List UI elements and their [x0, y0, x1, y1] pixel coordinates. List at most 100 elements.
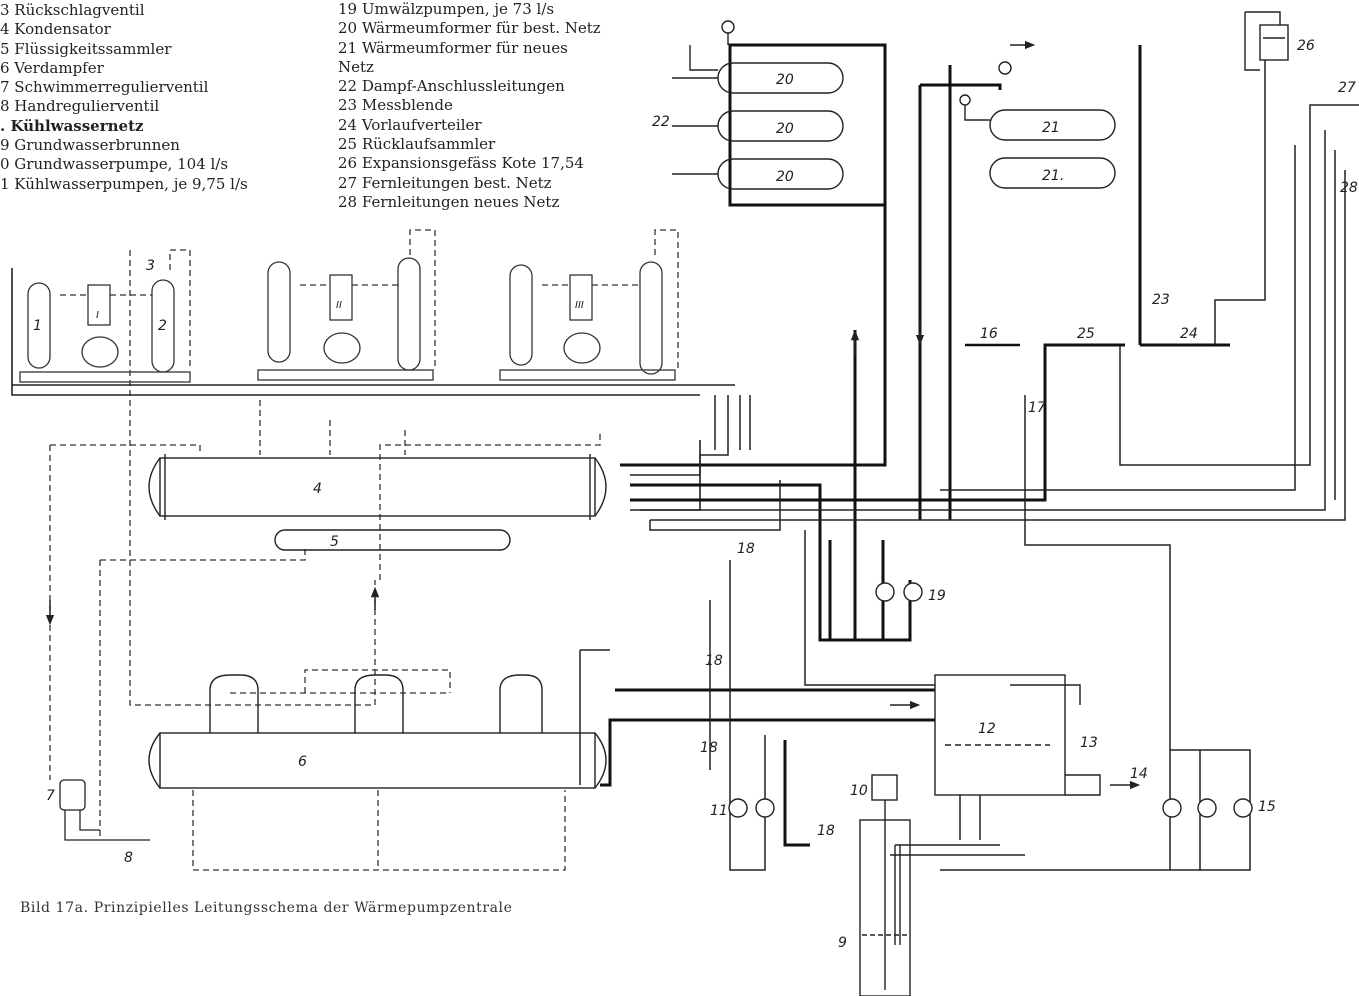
label-22: 22: [652, 114, 670, 130]
label-7: 7: [46, 788, 55, 804]
legend-item: 22 Dampf-Anschlussleitungen: [338, 77, 565, 96]
legend-item: 9 Grundwasserbrunnen: [0, 136, 180, 155]
label-compressor-III: III: [575, 300, 584, 311]
legend-left: 3 Rückschlagventil 4 Kondensator 5 Flüss…: [0, 1, 248, 194]
thin-lines: [579, 60, 1359, 871]
vessel-1: [267, 261, 291, 363]
label-27: 27: [1338, 80, 1356, 96]
legend-item: 4 Kondensator: [0, 20, 111, 39]
compressor-group-2: [257, 257, 434, 381]
compressor-III: [569, 274, 593, 321]
label-1: 1: [33, 318, 42, 334]
compressor-motor: [81, 336, 119, 368]
label-2: 2: [158, 318, 167, 334]
label-19: 19: [928, 588, 946, 604]
float-valve-7: [59, 779, 150, 841]
compressor-group-1: [19, 279, 191, 383]
label-17: 17: [1028, 400, 1046, 416]
groundwater-pump-10: [871, 774, 898, 801]
exchanger-21b: [989, 157, 1116, 189]
legend-item: 21 Wärmeumformer für neues: [338, 38, 568, 57]
vessel-2: [397, 257, 421, 371]
condenser-4: [148, 454, 607, 520]
label-18b: 18: [705, 653, 723, 669]
label-13: 13: [1080, 735, 1098, 751]
legend-item: 0 Grundwasserpumpe, 104 l/s: [0, 155, 229, 174]
pump-11b: [755, 798, 775, 818]
label-10: 10: [850, 783, 868, 799]
base-plate: [257, 369, 434, 381]
compressor-I: [87, 284, 111, 326]
label-9: 9: [838, 935, 847, 951]
vessel-1: [509, 264, 533, 366]
compressor-motor: [563, 332, 601, 364]
base-plate: [19, 371, 191, 383]
legend-item: 5 Flüssigkeitssammler: [0, 39, 172, 58]
compressor-group-3: [499, 261, 676, 381]
component-labels: 1 2 3 4 5 6 7 8 9 10 11 12 13 14 15 16 1…: [33, 38, 1358, 951]
label-25: 25: [1077, 326, 1095, 342]
legend-item: 28 Fernleitungen neues Netz: [338, 192, 560, 211]
heat-network-lines: [600, 43, 1230, 847]
label-20a: 20: [776, 72, 794, 88]
legend-item: 1 Kühlwasserpumpen, je 9,75 l/s: [0, 174, 248, 193]
refrigerant-lines: [49, 229, 679, 871]
label-26: 26: [1297, 38, 1315, 54]
figure-caption: Bild 17a. Prinzipielles Leitungsschema d…: [20, 900, 513, 916]
heat-exchangers-20: [672, 20, 844, 190]
legend-right: 19 Umwälzpumpen, je 73 l/s 20 Wärmeumfor…: [338, 0, 601, 212]
label-3: 3: [146, 258, 155, 274]
legend-item: 27 Fernleitungen best. Netz: [338, 173, 552, 192]
legend-item: 6 Verdampfer: [0, 58, 104, 77]
label-21b: 21.: [1042, 168, 1064, 184]
pump-15b: [1197, 798, 1217, 818]
compressor-motor: [323, 332, 361, 364]
label-16: 16: [980, 326, 998, 342]
label-compressor-I: I: [96, 310, 99, 321]
label-5: 5: [330, 534, 339, 550]
pump-15c: [1233, 798, 1253, 818]
label-18a: 18: [737, 541, 755, 557]
label-8: 8: [124, 850, 133, 866]
legend-item: 20 Wärmeumformer für best. Netz: [338, 19, 601, 38]
receiver-5: [274, 529, 511, 551]
label-18d: 18: [817, 823, 835, 839]
label-24: 24: [1180, 326, 1198, 342]
legend-item: 24 Vorlaufverteiler: [338, 115, 482, 134]
label-4: 4: [313, 481, 322, 497]
compressor-II: [329, 274, 353, 321]
label-6: 6: [298, 754, 307, 770]
legend-item: Netz: [338, 57, 374, 76]
evaporator-shell: [159, 732, 596, 789]
base-plate: [499, 369, 676, 381]
pump-15a: [1162, 798, 1182, 818]
pump-11a: [728, 798, 748, 818]
label-28: 28: [1340, 180, 1358, 196]
label-20b: 20: [776, 121, 794, 137]
label-11: 11: [710, 803, 728, 819]
vessel-2: [639, 261, 663, 375]
label-compressor-II: II: [336, 300, 342, 311]
vessel-1: [27, 282, 51, 369]
legend-section-title: . Kühlwassernetz: [0, 116, 144, 135]
legend-item: 3 Rückschlagventil: [0, 1, 145, 19]
heat-exchangers-21: [959, 61, 1116, 189]
label-21a: 21: [1042, 120, 1060, 136]
condenser-shell: [159, 457, 596, 517]
legend-item: 26 Expansionsgefäss Kote 17,54: [338, 154, 584, 173]
label-23: 23: [1152, 292, 1170, 308]
legend-item: 7 Schwimmerregulierventil: [0, 78, 209, 97]
legend-item: 23 Messblende: [338, 96, 453, 115]
tank-12: [934, 674, 1101, 796]
label-18c: 18: [700, 740, 718, 756]
cooling-pumps: [728, 798, 1253, 818]
circulation-pumps-19: [875, 582, 923, 602]
label-20c: 20: [776, 169, 794, 185]
label-15: 15: [1258, 799, 1276, 815]
evaporator-6: [148, 674, 607, 789]
flow-arrows: [45, 40, 1141, 790]
label-14: 14: [1130, 766, 1148, 782]
main-lines: [11, 268, 735, 511]
legend-item: 25 Rücklaufsammler: [338, 135, 496, 154]
